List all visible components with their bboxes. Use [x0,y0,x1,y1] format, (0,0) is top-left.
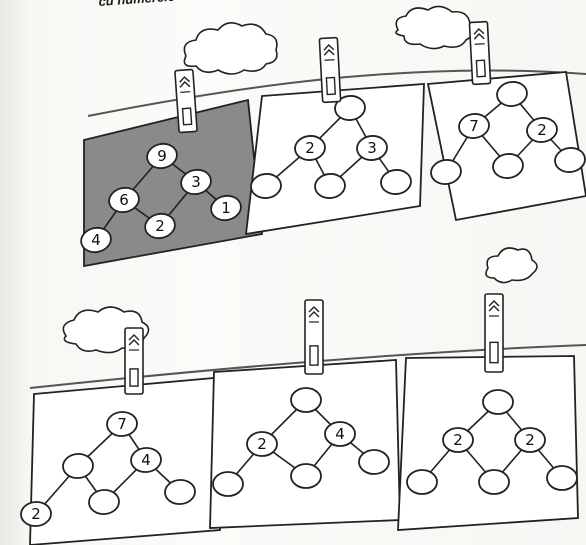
number-circle: 4 [324,421,356,447]
number-circle[interactable] [495,80,528,108]
number-circle: 2 [246,431,278,457]
number-circle: 7 [458,113,490,139]
clothespin-icon [124,327,144,395]
circle-number: 6 [119,191,129,209]
puzzle-card: 9 6 3 4 2 1 [80,98,263,268]
number-circle: 1 [210,194,242,222]
circle-number: 2 [31,505,41,523]
number-circle: 2 [526,117,558,143]
number-circle: 4 [80,226,112,254]
card-background [209,359,401,529]
clothesline-top [87,69,586,117]
number-circle: 2 [144,212,176,240]
number-circle: 7 [106,411,138,437]
number-circle[interactable] [290,387,322,413]
number-circle[interactable] [62,453,94,479]
circle-number: 3 [367,139,377,157]
number-circle: 4 [130,447,162,473]
circle-number: 9 [157,147,167,165]
circle-number: 2 [305,139,315,157]
number-circle[interactable] [358,449,390,475]
puzzle-card: 24 [209,359,401,529]
number-circle[interactable] [491,152,524,180]
clothespin-icon [468,20,492,86]
circle-number: 7 [117,415,127,433]
circle-number: 2 [155,217,165,235]
number-circle: 9 [146,142,178,170]
number-circle: 6 [108,186,140,214]
number-circle[interactable] [478,469,510,495]
number-circle[interactable] [250,172,282,199]
cloud-icon [395,5,475,50]
circle-number: 1 [221,199,231,217]
number-circle[interactable] [334,94,366,121]
circle-number: 3 [191,173,201,191]
number-circle: 2 [20,501,52,527]
cloud-icon [183,22,278,75]
card-background [29,377,221,545]
number-circle[interactable] [406,469,438,495]
circle-number: 2 [537,121,547,139]
clothespin-icon [174,68,198,134]
puzzle-card: 74 2 [20,377,221,545]
number-circle[interactable] [164,479,196,505]
circle-number: 4 [91,231,101,249]
number-circle[interactable] [290,463,322,489]
number-circle[interactable] [429,158,462,186]
number-circle: 3 [356,135,388,161]
clothespin-icon [304,299,324,375]
number-circle: 2 [294,135,326,161]
number-circle: 2 [442,427,474,453]
circle-number: 2 [257,435,267,453]
clothesline-bottom [29,344,586,389]
circle-number: 7 [469,117,479,135]
cloud-icon [485,247,538,284]
clothespin-icon [484,293,504,373]
number-circle[interactable] [553,146,586,174]
number-circle[interactable] [88,489,120,515]
circle-number: 2 [453,431,463,449]
circle-number: 2 [525,431,535,449]
card-background [397,355,579,531]
number-circle: 3 [180,168,212,196]
pins-layer [124,20,504,395]
circle-number: 4 [335,425,345,443]
number-circle[interactable] [380,168,412,195]
number-circle[interactable] [314,172,346,199]
number-circle[interactable] [212,471,244,497]
clothespin-icon [318,36,342,104]
number-circle[interactable] [546,465,578,491]
number-circle: 2 [514,427,546,453]
number-circle[interactable] [482,389,514,415]
circle-number: 4 [141,451,151,469]
